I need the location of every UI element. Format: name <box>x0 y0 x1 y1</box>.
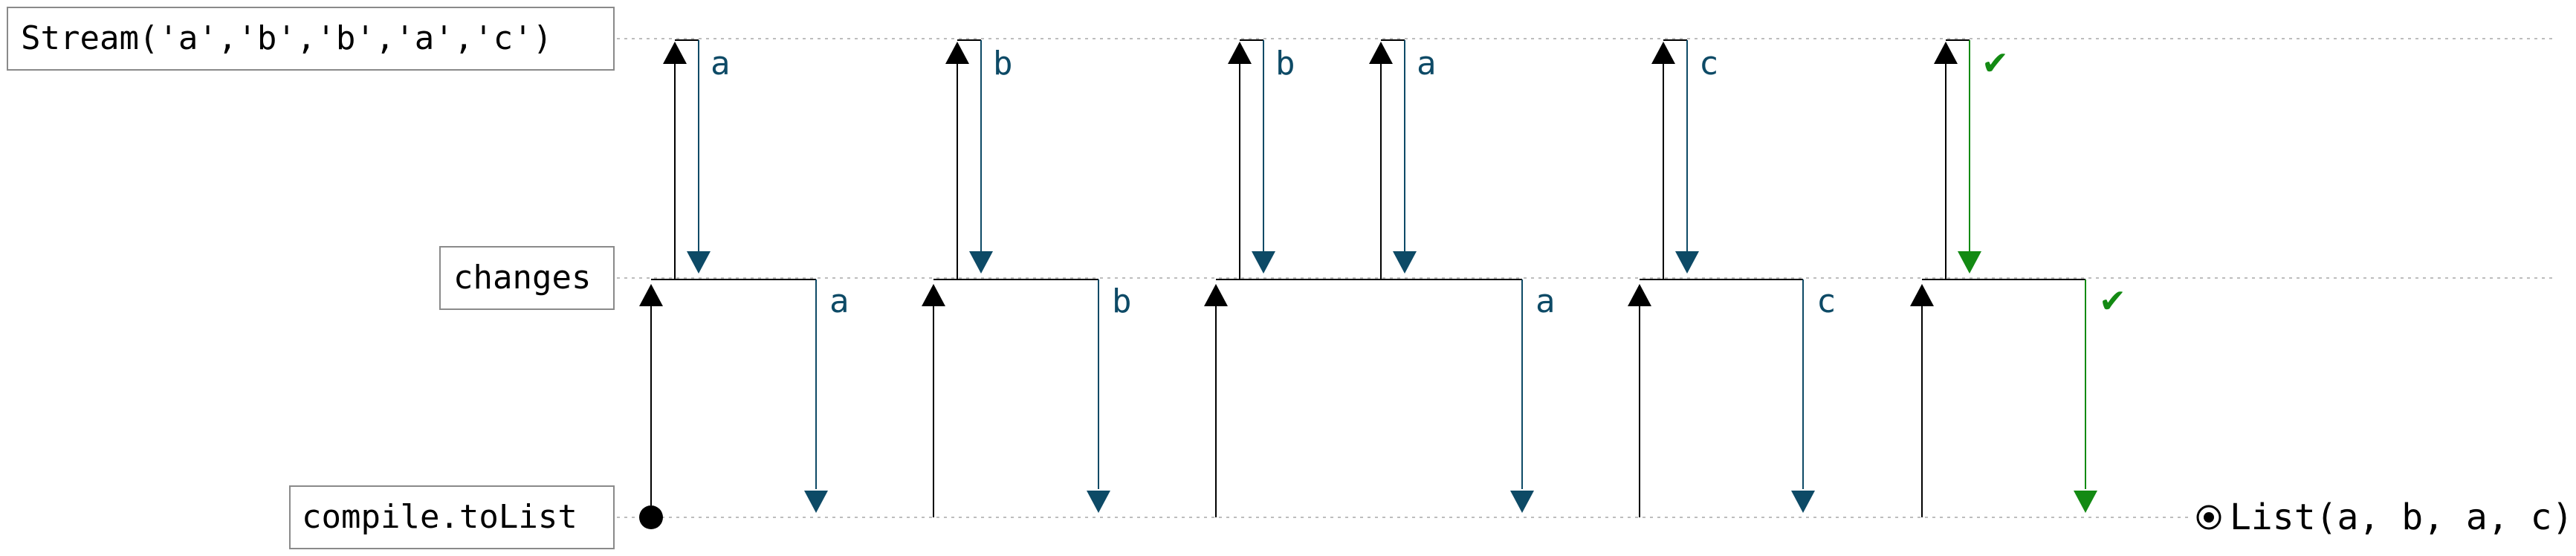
pull-arrow-mid-1 <box>922 284 945 306</box>
value-arrow-mid-0 <box>804 491 828 513</box>
target-circle-icon <box>2196 505 2221 530</box>
value-arrow-mid-2 <box>1510 491 1534 513</box>
lane-label-source-text: Stream('a','b','b','a','c') <box>21 19 552 57</box>
pull-arrow-top-0 <box>663 42 687 64</box>
value-label-top-1: b <box>993 45 1013 83</box>
lane-label-sink: compile.toList <box>289 485 615 549</box>
value-arrow-top-0 <box>687 251 711 274</box>
lane-label-sink-text: compile.toList <box>302 498 577 536</box>
lane-gridlines <box>617 38 2557 518</box>
result: List(a, b, a, c) <box>2196 497 2573 538</box>
pull-arrow-top-2 <box>1228 42 1252 64</box>
pull-arrow-top-4 <box>1651 42 1675 64</box>
value-arrow-mid-3 <box>1791 491 1815 513</box>
value-label-top-0: a <box>711 45 731 83</box>
pull-arrow-top-3 <box>1369 42 1393 64</box>
pull-arrow-top-5 <box>1934 42 1958 64</box>
value-label-mid-4: ✔ <box>2099 282 2126 320</box>
value-label-mid-1: b <box>1112 282 1132 320</box>
value-arrow-top-5 <box>1958 251 1981 274</box>
value-arrow-mid-4 <box>2074 491 2097 513</box>
value-label-mid-2: a <box>1535 282 1556 320</box>
pull-arrow-mid-3 <box>1628 284 1651 306</box>
lane-label-source: Stream('a','b','b','a','c') <box>7 7 615 71</box>
result-value: List(a, b, a, c) <box>2230 497 2573 538</box>
filled-circle-icon <box>639 505 663 529</box>
value-label-top-2: b <box>1275 45 1295 83</box>
value-label-mid-0: a <box>829 282 850 320</box>
pull-arrow-mid-0 <box>639 284 663 306</box>
value-arrow-top-4 <box>1675 251 1699 274</box>
value-arrow-top-3 <box>1393 251 1417 274</box>
value-arrow-top-1 <box>969 251 993 274</box>
pull-arrow-top-1 <box>945 42 969 64</box>
lane-label-changes: changes <box>439 246 615 310</box>
value-arrow-top-2 <box>1252 251 1275 274</box>
value-label-mid-3: c <box>1816 282 1836 320</box>
value-label-top-4: c <box>1699 45 1719 83</box>
pull-arrow-mid-2 <box>1204 284 1228 306</box>
value-label-top-3: a <box>1417 45 1437 83</box>
value-arrow-mid-1 <box>1087 491 1110 513</box>
value-label-top-5: ✔ <box>1981 45 2009 83</box>
pull-arrow-mid-4 <box>1910 284 1934 306</box>
lane-label-changes-text: changes <box>453 259 591 297</box>
arrows-layer: a b b a c ✔ a b a c ✔ <box>639 39 2126 517</box>
